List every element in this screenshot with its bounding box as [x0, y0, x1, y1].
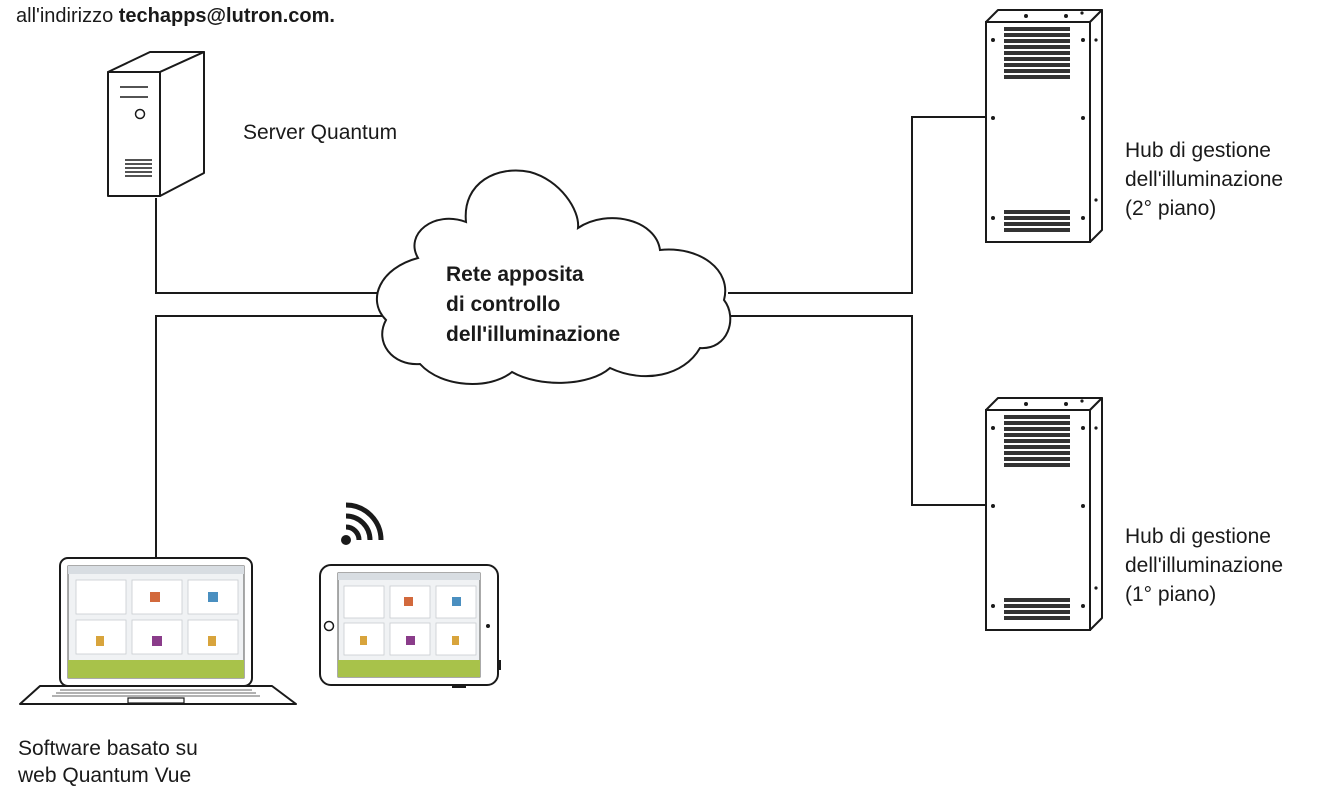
tablet-icon [319, 564, 501, 688]
line-server-to-network [155, 198, 395, 294]
contact-email: techapps@lutron.com. [118, 5, 335, 27]
lighting-hub-icon [985, 9, 1103, 243]
wifi-icon [341, 502, 384, 545]
hub-1-label-line-3: (1° piano) [1125, 583, 1217, 606]
line-network-to-hub-2 [728, 116, 986, 294]
network-label-line-2: di controllo [446, 293, 561, 316]
software-label: Software basato su web Quantum Vue [18, 735, 198, 789]
server-label: Server Quantum [243, 121, 398, 144]
intro-prefix: all'indirizzo [16, 5, 119, 27]
hub-1-label: Hub di gestione dell'illuminazione (1° p… [1125, 522, 1283, 609]
server-tower-icon [107, 51, 205, 197]
connection-lines [155, 116, 986, 558]
intro-text: all'indirizzo techapps@lutron.com. [16, 3, 335, 29]
hub-2-label-line-3: (2° piano) [1125, 197, 1217, 220]
software-label-line-1: Software basato su [18, 737, 198, 760]
hub-2-label-line-2: dell'illuminazione [1125, 168, 1284, 191]
cloud-icon [376, 169, 732, 385]
line-software-to-network [155, 315, 395, 558]
hub-1-label-line-2: dell'illuminazione [1125, 554, 1284, 577]
network-label: Rete apposita di controllo dell'illumina… [446, 260, 620, 350]
hub-1-label-line-1: Hub di gestione [1125, 525, 1271, 548]
hub-2-label: Hub di gestione dell'illuminazione (2° p… [1125, 136, 1283, 223]
line-network-to-hub-1 [728, 315, 986, 506]
network-label-line-3: dell'illuminazione [446, 323, 621, 346]
laptop-icon [19, 557, 297, 705]
network-label-line-1: Rete apposita [446, 263, 584, 286]
hub-2-label-line-1: Hub di gestione [1125, 139, 1271, 162]
software-label-line-2: web Quantum Vue [18, 764, 192, 787]
lighting-hub-icon [985, 397, 1103, 631]
